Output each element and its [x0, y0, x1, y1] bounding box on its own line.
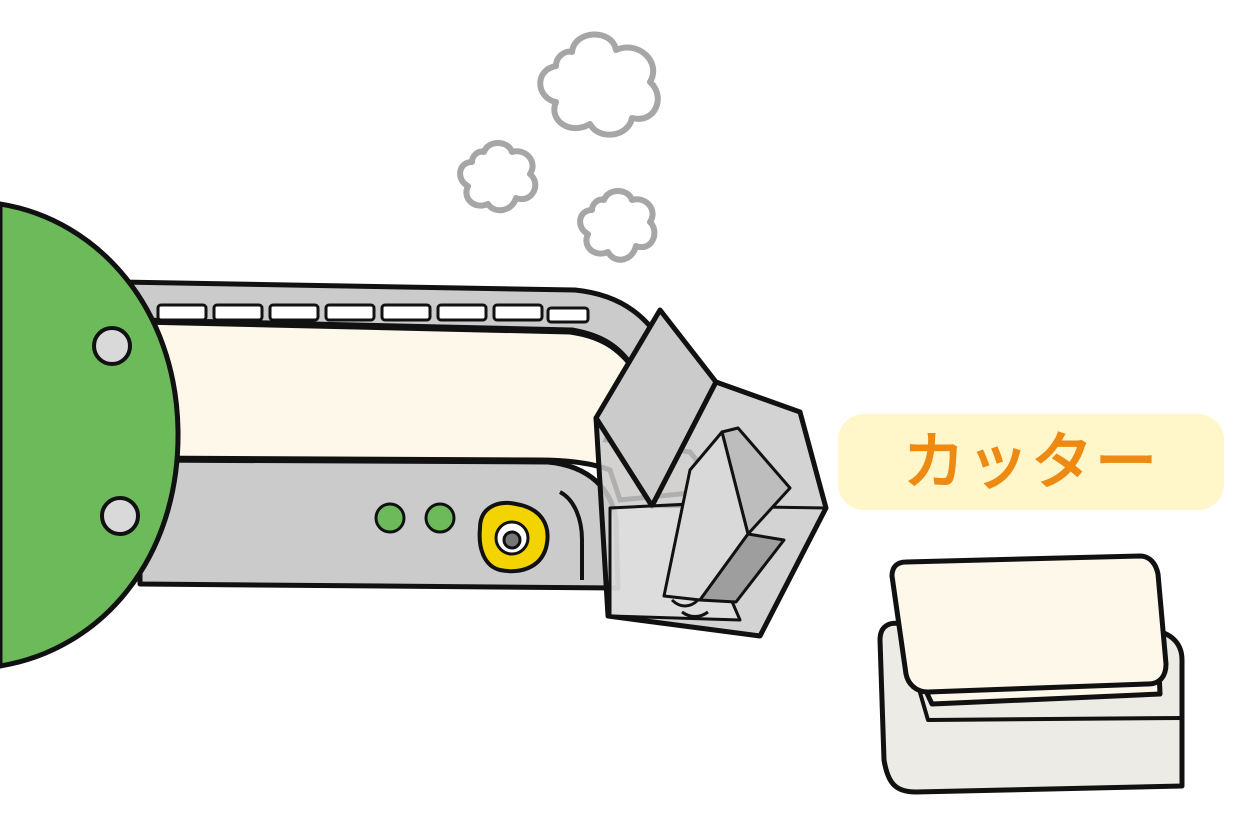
drum-bolts — [92, 326, 140, 536]
yellow-knob-icon — [477, 500, 550, 574]
steam-cloud-icon — [577, 188, 658, 263]
steam-cloud-icon — [537, 31, 661, 138]
frame-inner-contour — [558, 490, 584, 580]
stack-top-layer — [889, 553, 1169, 695]
control-panel — [374, 500, 550, 574]
machine-drum — [0, 201, 181, 669]
green-indicator-light-icon — [374, 502, 406, 534]
belt-slats — [156, 303, 590, 324]
cut-noodle-stack — [877, 553, 1185, 795]
steam-clouds — [457, 31, 661, 263]
green-indicator-light-icon — [424, 502, 456, 534]
cutter-blade-icon — [662, 426, 792, 618]
cutter-label-badge: カッター — [838, 414, 1224, 510]
cutter-label: カッター — [902, 425, 1159, 498]
steam-cloud-icon — [457, 140, 539, 214]
